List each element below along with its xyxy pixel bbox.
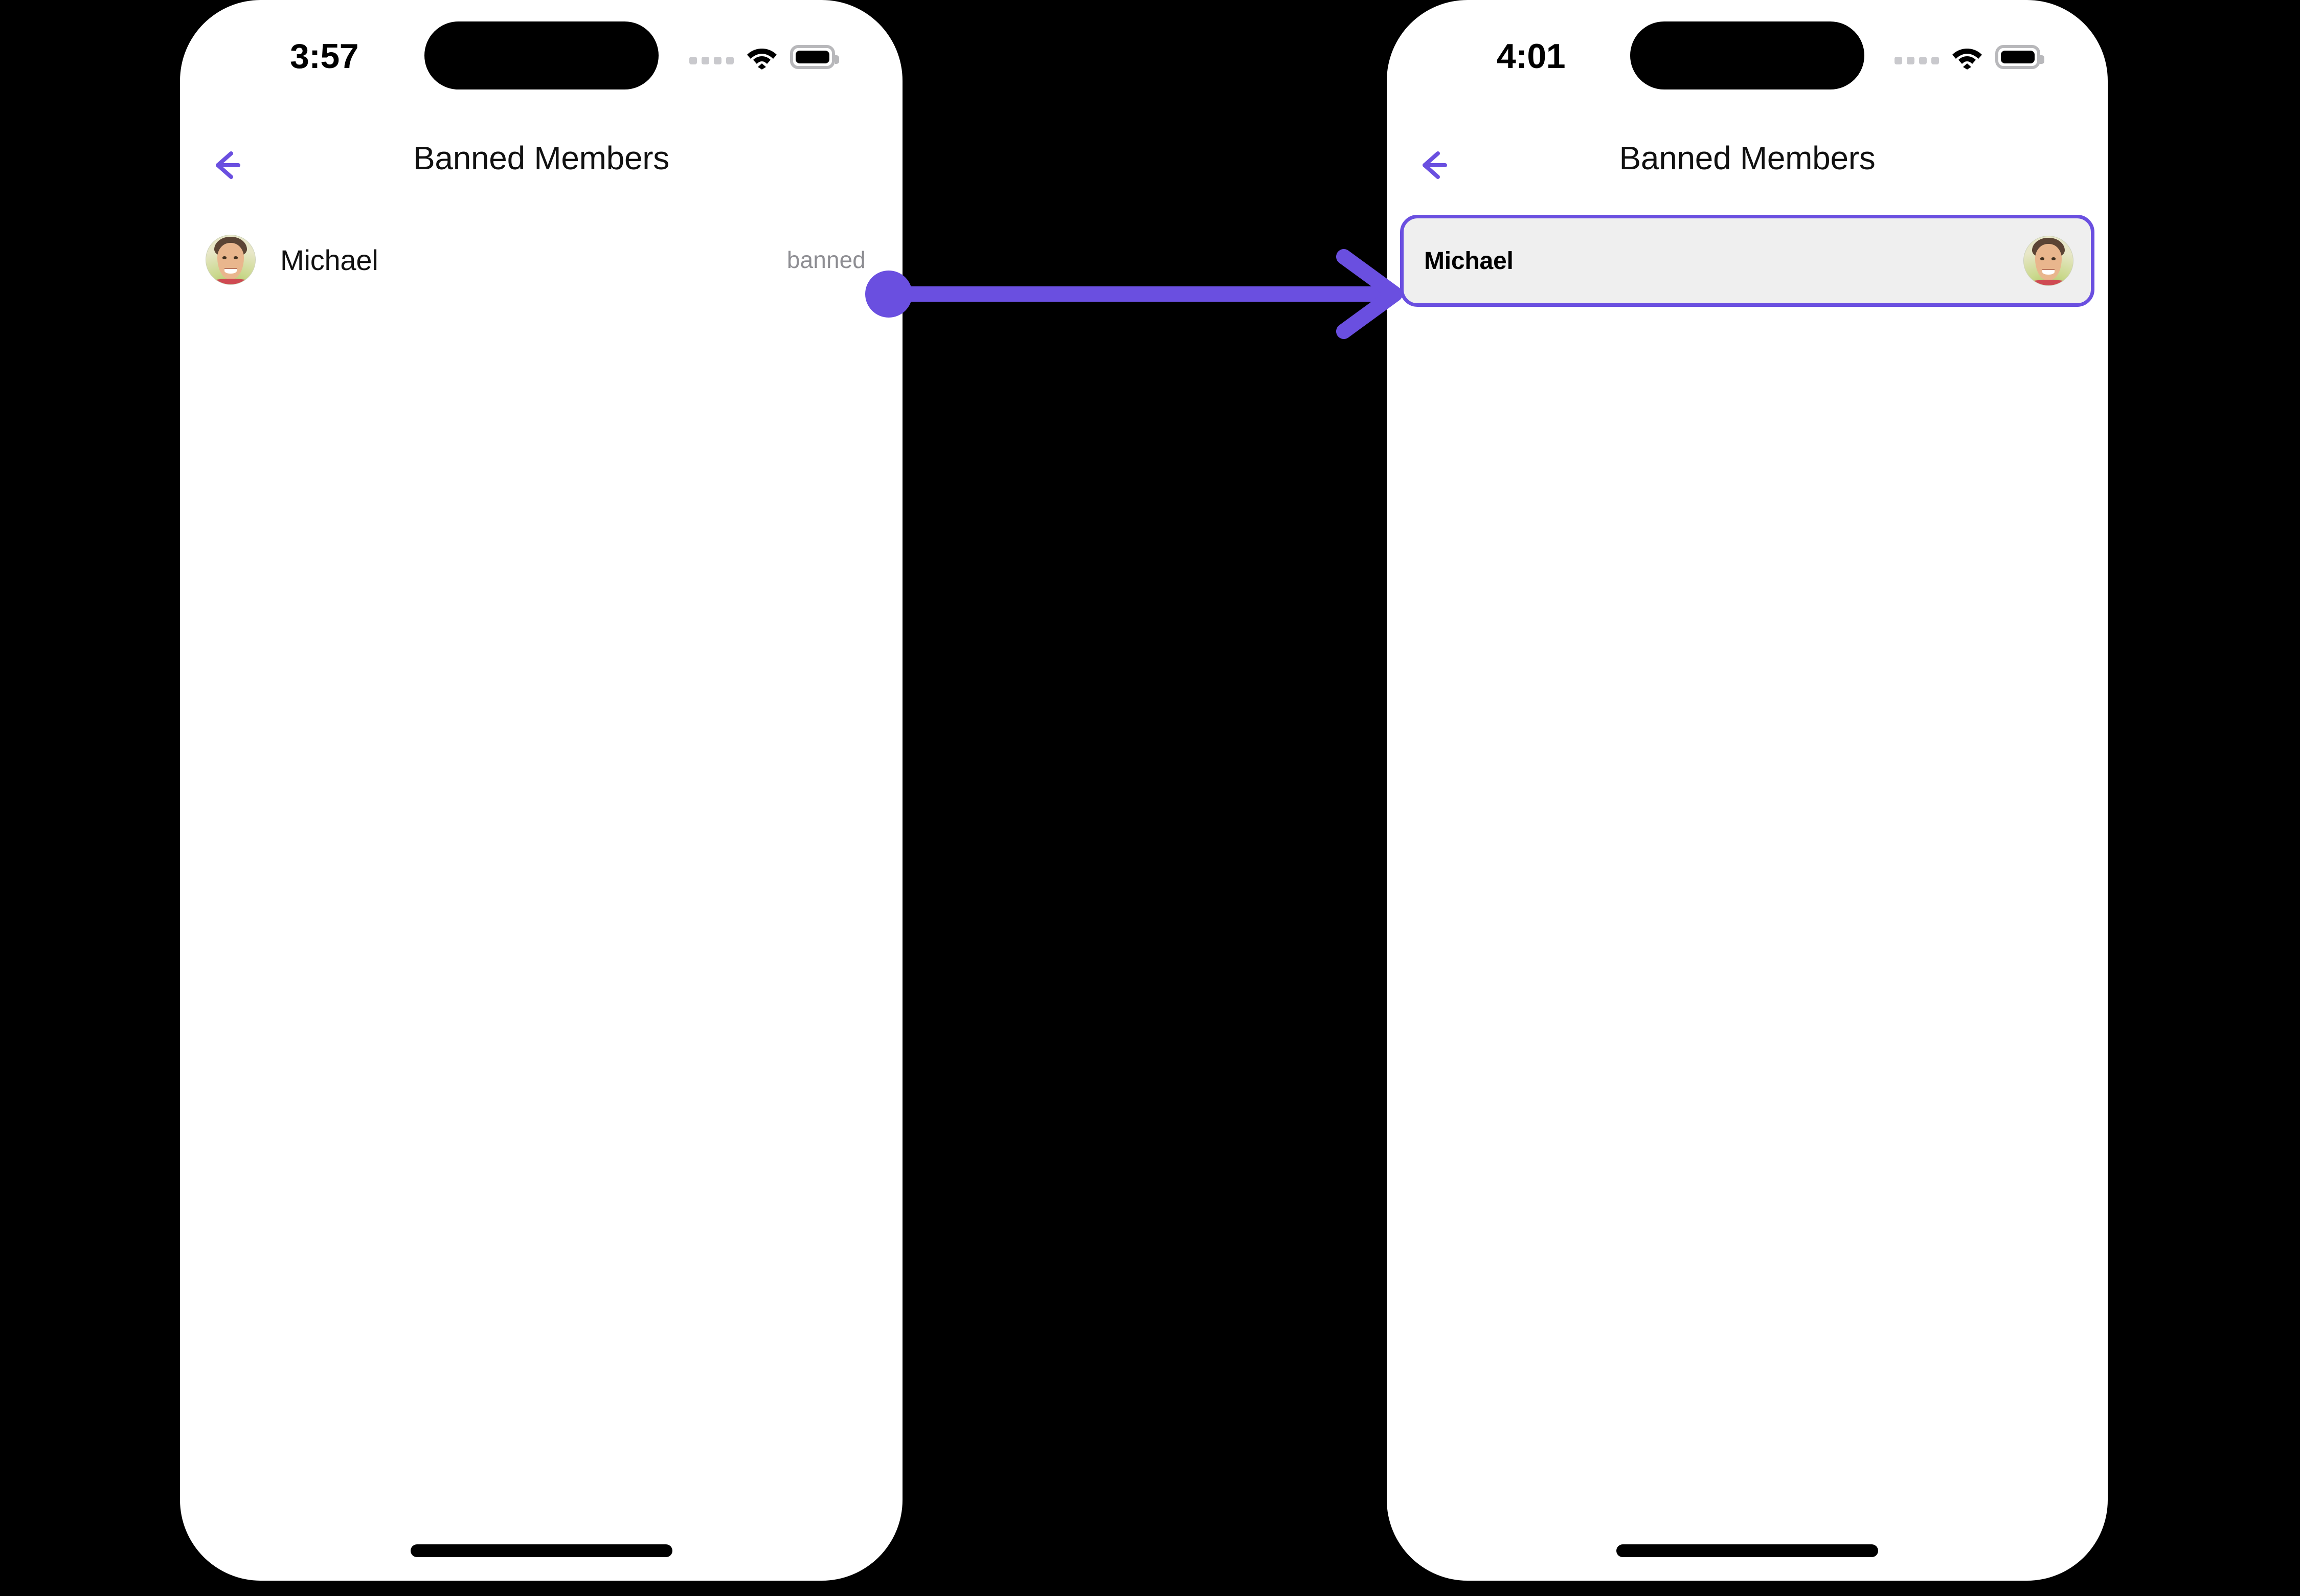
back-button[interactable] (1405, 137, 1461, 193)
signal-dots-icon (689, 56, 734, 64)
battery-icon (790, 44, 839, 69)
back-button[interactable] (198, 137, 255, 193)
banned-members-list: Michael banned (180, 215, 903, 305)
status-time: 4:01 (1496, 37, 1566, 76)
phone-screen-after: 4:01 Banned Members (1387, 0, 2108, 1581)
member-name: Michael (280, 243, 378, 276)
navigation-bar: Banned Members (1387, 128, 2108, 199)
page-title: Banned Members (413, 140, 669, 176)
wifi-icon (745, 44, 779, 70)
user-avatar-icon (206, 235, 256, 285)
signal-dots-icon (1895, 56, 1939, 64)
phone-screen-before: 3:57 Banned Members (180, 0, 903, 1581)
back-arrow-icon (1423, 151, 1447, 179)
status-bar: 4:01 (1387, 21, 2108, 89)
page-title: Banned Members (1619, 140, 1876, 176)
status-time: 3:57 (289, 37, 359, 76)
wifi-icon (1950, 44, 1984, 70)
status-indicators (689, 40, 839, 74)
banned-members-list: Michael (1387, 215, 2108, 307)
dynamic-island (1630, 21, 1864, 89)
back-arrow-icon (216, 151, 240, 179)
status-indicators (1895, 40, 2044, 74)
flow-arrow-icon (865, 249, 1403, 339)
home-indicator (1616, 1544, 1878, 1557)
member-name: Michael (1424, 247, 1514, 275)
flow-connector (864, 245, 1427, 348)
status-bar: 3:57 (180, 21, 903, 89)
banned-member-row[interactable]: Michael banned (180, 215, 903, 305)
user-avatar-icon (2023, 236, 2073, 286)
banned-status-label: banned (786, 246, 866, 273)
navigation-bar: Banned Members (180, 128, 903, 199)
banned-member-card[interactable]: Michael (1400, 215, 2094, 307)
battery-icon (1995, 44, 2044, 69)
dynamic-island (424, 21, 659, 89)
home-indicator (410, 1544, 672, 1557)
